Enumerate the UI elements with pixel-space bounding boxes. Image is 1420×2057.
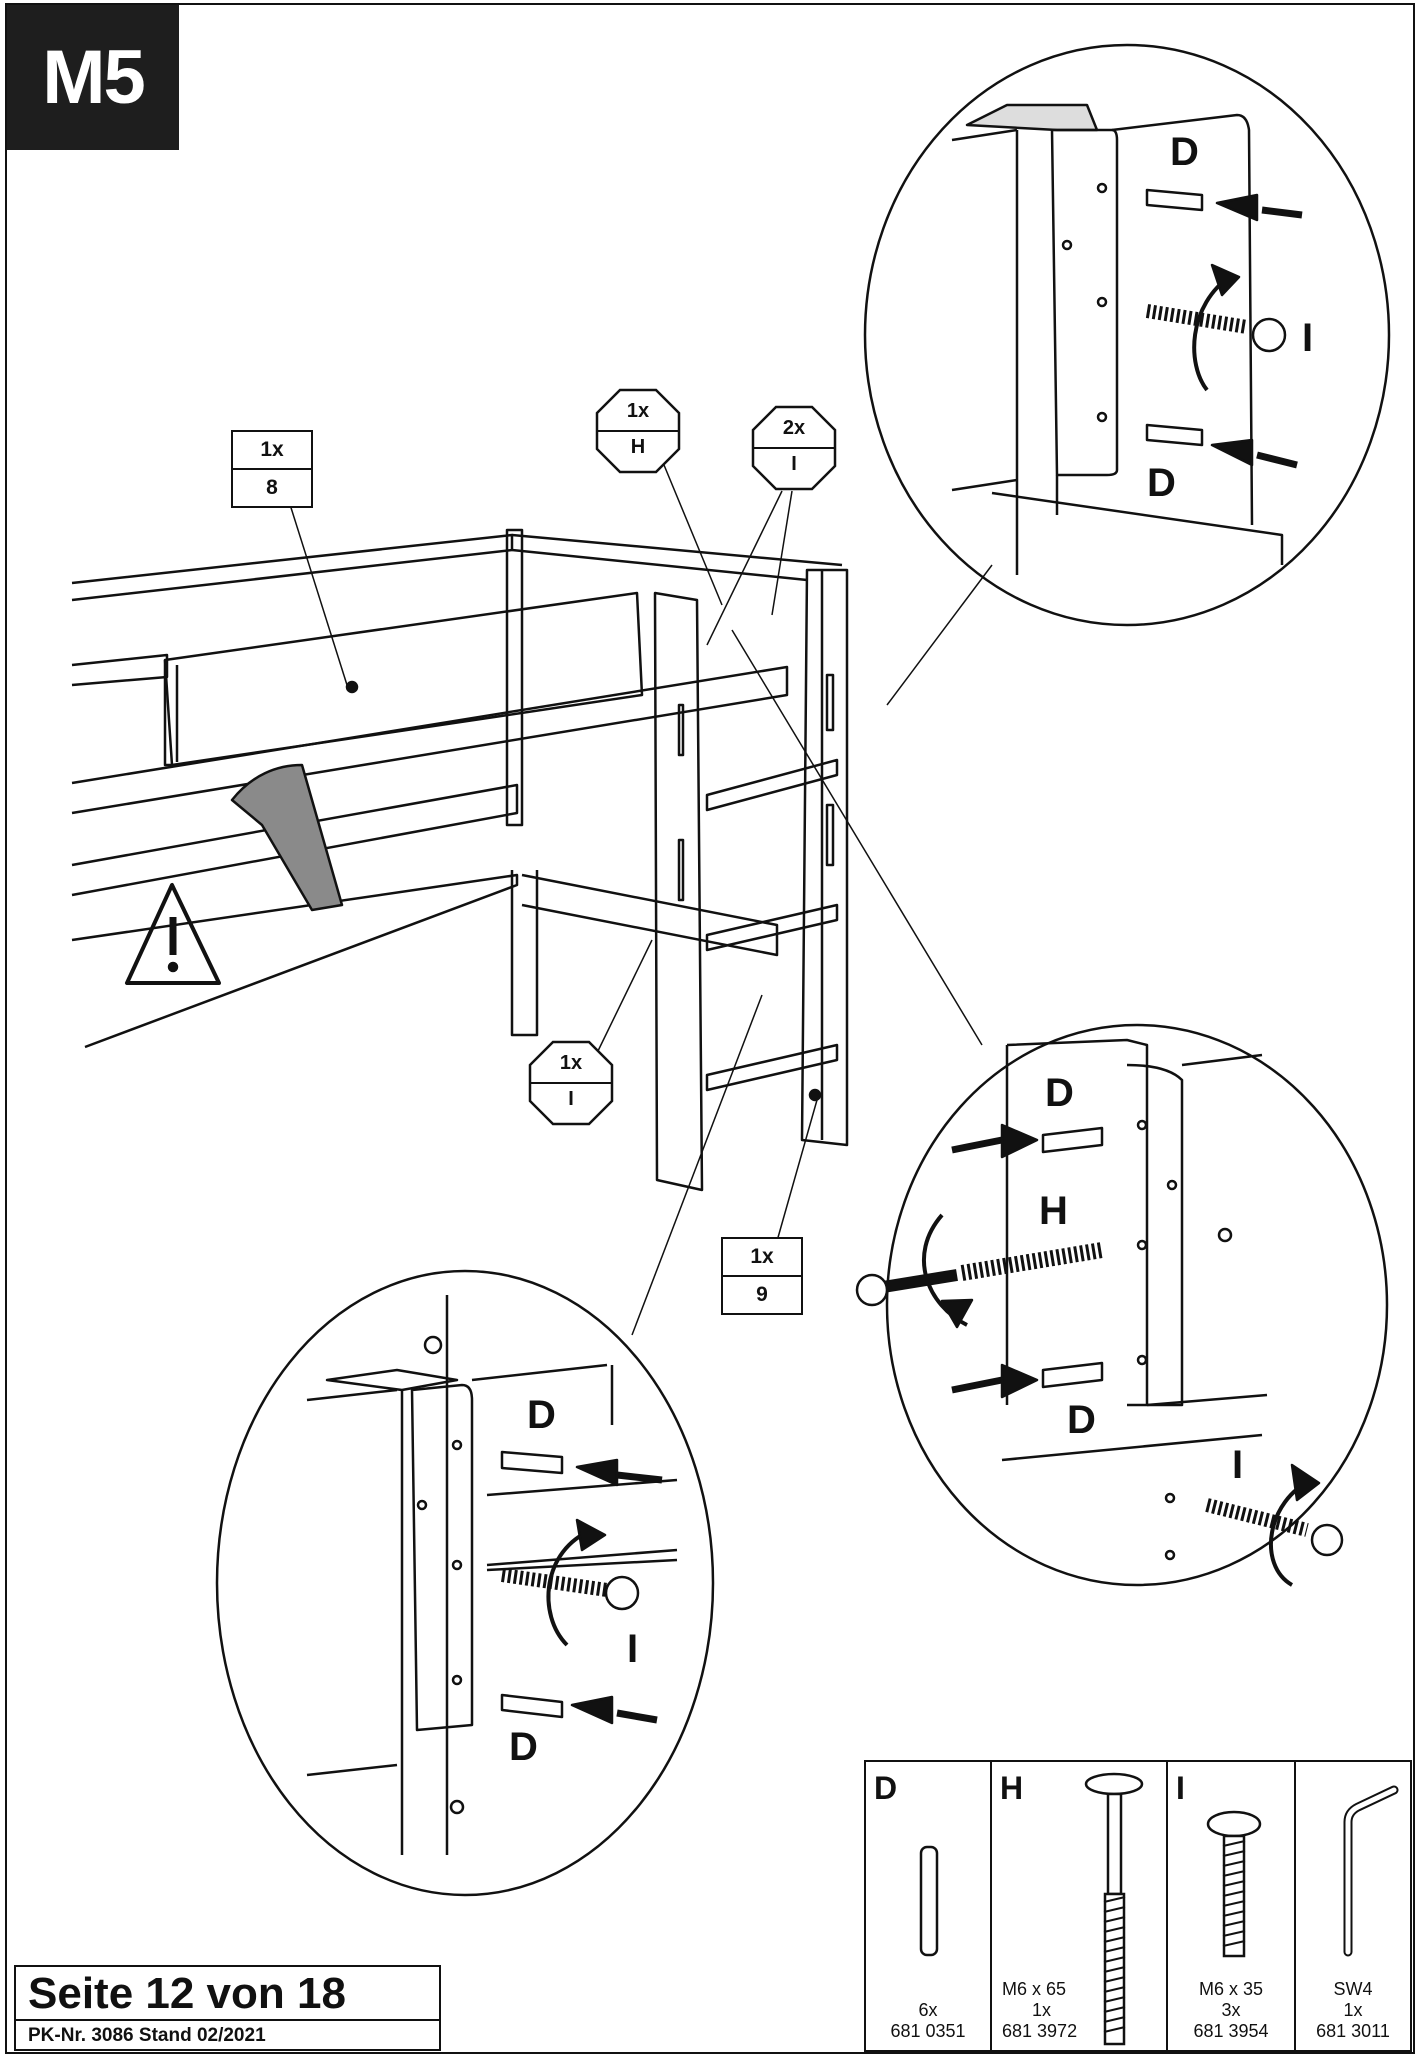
part-label: 9 [756, 1283, 768, 1306]
label-d: D [509, 1725, 538, 1769]
part-letter: I [1176, 1770, 1185, 1806]
dowel-icon [919, 1845, 939, 1957]
qty-label: 1x [233, 432, 311, 470]
callout-part: H [630, 436, 646, 458]
callout-qty: 1x [559, 1052, 583, 1074]
warning-icon [125, 883, 221, 985]
part-spec: SW4 [1333, 1979, 1373, 1999]
part-qty: 1x [1343, 2000, 1363, 2020]
callout-part: I [791, 453, 797, 475]
part-cell-h: H M6 x 65 1x 681 3972 [992, 1762, 1168, 2050]
part-label: 8 [266, 476, 278, 499]
label-d: D [1045, 1071, 1074, 1115]
octagon-icon [751, 405, 837, 491]
bed-frame [71, 464, 993, 1336]
qty-box-panel-8: 1x 8 [231, 430, 313, 508]
part-cell-allen-key: SW4 1x 681 3011 [1296, 1762, 1410, 2050]
detail-top-right [863, 43, 1391, 627]
part-cell-i: I M6 x 35 3x 681 3954 [1168, 1762, 1296, 2050]
allen-key-icon [1343, 1785, 1399, 1957]
octagon-icon [528, 1040, 614, 1126]
part-qty: 6x [918, 2000, 938, 2020]
page-number: Seite 12 von 18 [28, 1969, 346, 2018]
long-bolt-icon [1084, 1772, 1144, 2046]
detail-mid-right [855, 1023, 1389, 1587]
part-cell-d: D 6x 681 0351 [866, 1762, 992, 2050]
part-letter: D [874, 1770, 898, 1806]
callout-qty: 1x [626, 400, 650, 422]
detail-bottom-left [215, 1269, 715, 1897]
part-spec: M6 x 65 [1002, 1979, 1067, 1999]
label-d: D [1170, 130, 1199, 174]
qty-label: 1x [723, 1239, 801, 1277]
parts-table: D 6x 681 0351 H [864, 1760, 1412, 2052]
callout-part: I [568, 1088, 574, 1110]
part-letter: H [1000, 1770, 1024, 1806]
part-qty: 1x [1032, 2000, 1052, 2020]
callout-i-top: 2x I [751, 405, 837, 491]
part-article: 681 3972 [1002, 2021, 1078, 2041]
label-h: H [1039, 1189, 1068, 1233]
short-bolt-icon [1206, 1810, 1262, 1958]
document-info: PK-Nr. 3086 Stand 02/2021 [28, 2025, 266, 2046]
label-i: I [1232, 1443, 1244, 1487]
part-spec: M6 x 35 [1198, 1979, 1264, 1999]
label-d: D [1147, 461, 1176, 505]
assembly-drawing [71, 43, 1391, 1897]
callout-i-low: 1x I [528, 1040, 614, 1126]
step-badge: M5 [7, 5, 179, 150]
octagon-icon [595, 388, 681, 474]
part-article: 681 3011 [1316, 2021, 1390, 2041]
label-i: I [1302, 316, 1314, 360]
part-qty: 3x [1221, 2000, 1241, 2020]
callout-h: 1x H [595, 388, 681, 474]
instruction-page: M5 1x 8 1x 9 1x H 2x I 1x I D I D D [5, 3, 1415, 2054]
label-d: D [1067, 1398, 1096, 1442]
part-article: 681 3954 [1193, 2021, 1269, 2041]
label-i: I [627, 1627, 639, 1671]
divider [16, 2019, 439, 2021]
label-d: D [527, 1393, 556, 1437]
callout-qty: 2x [782, 417, 806, 439]
part-article: 681 0351 [890, 2021, 966, 2041]
qty-box-ladder-9: 1x 9 [721, 1237, 803, 1315]
footer: Seite 12 von 18 PK-Nr. 3086 Stand 02/202… [14, 1965, 441, 2051]
